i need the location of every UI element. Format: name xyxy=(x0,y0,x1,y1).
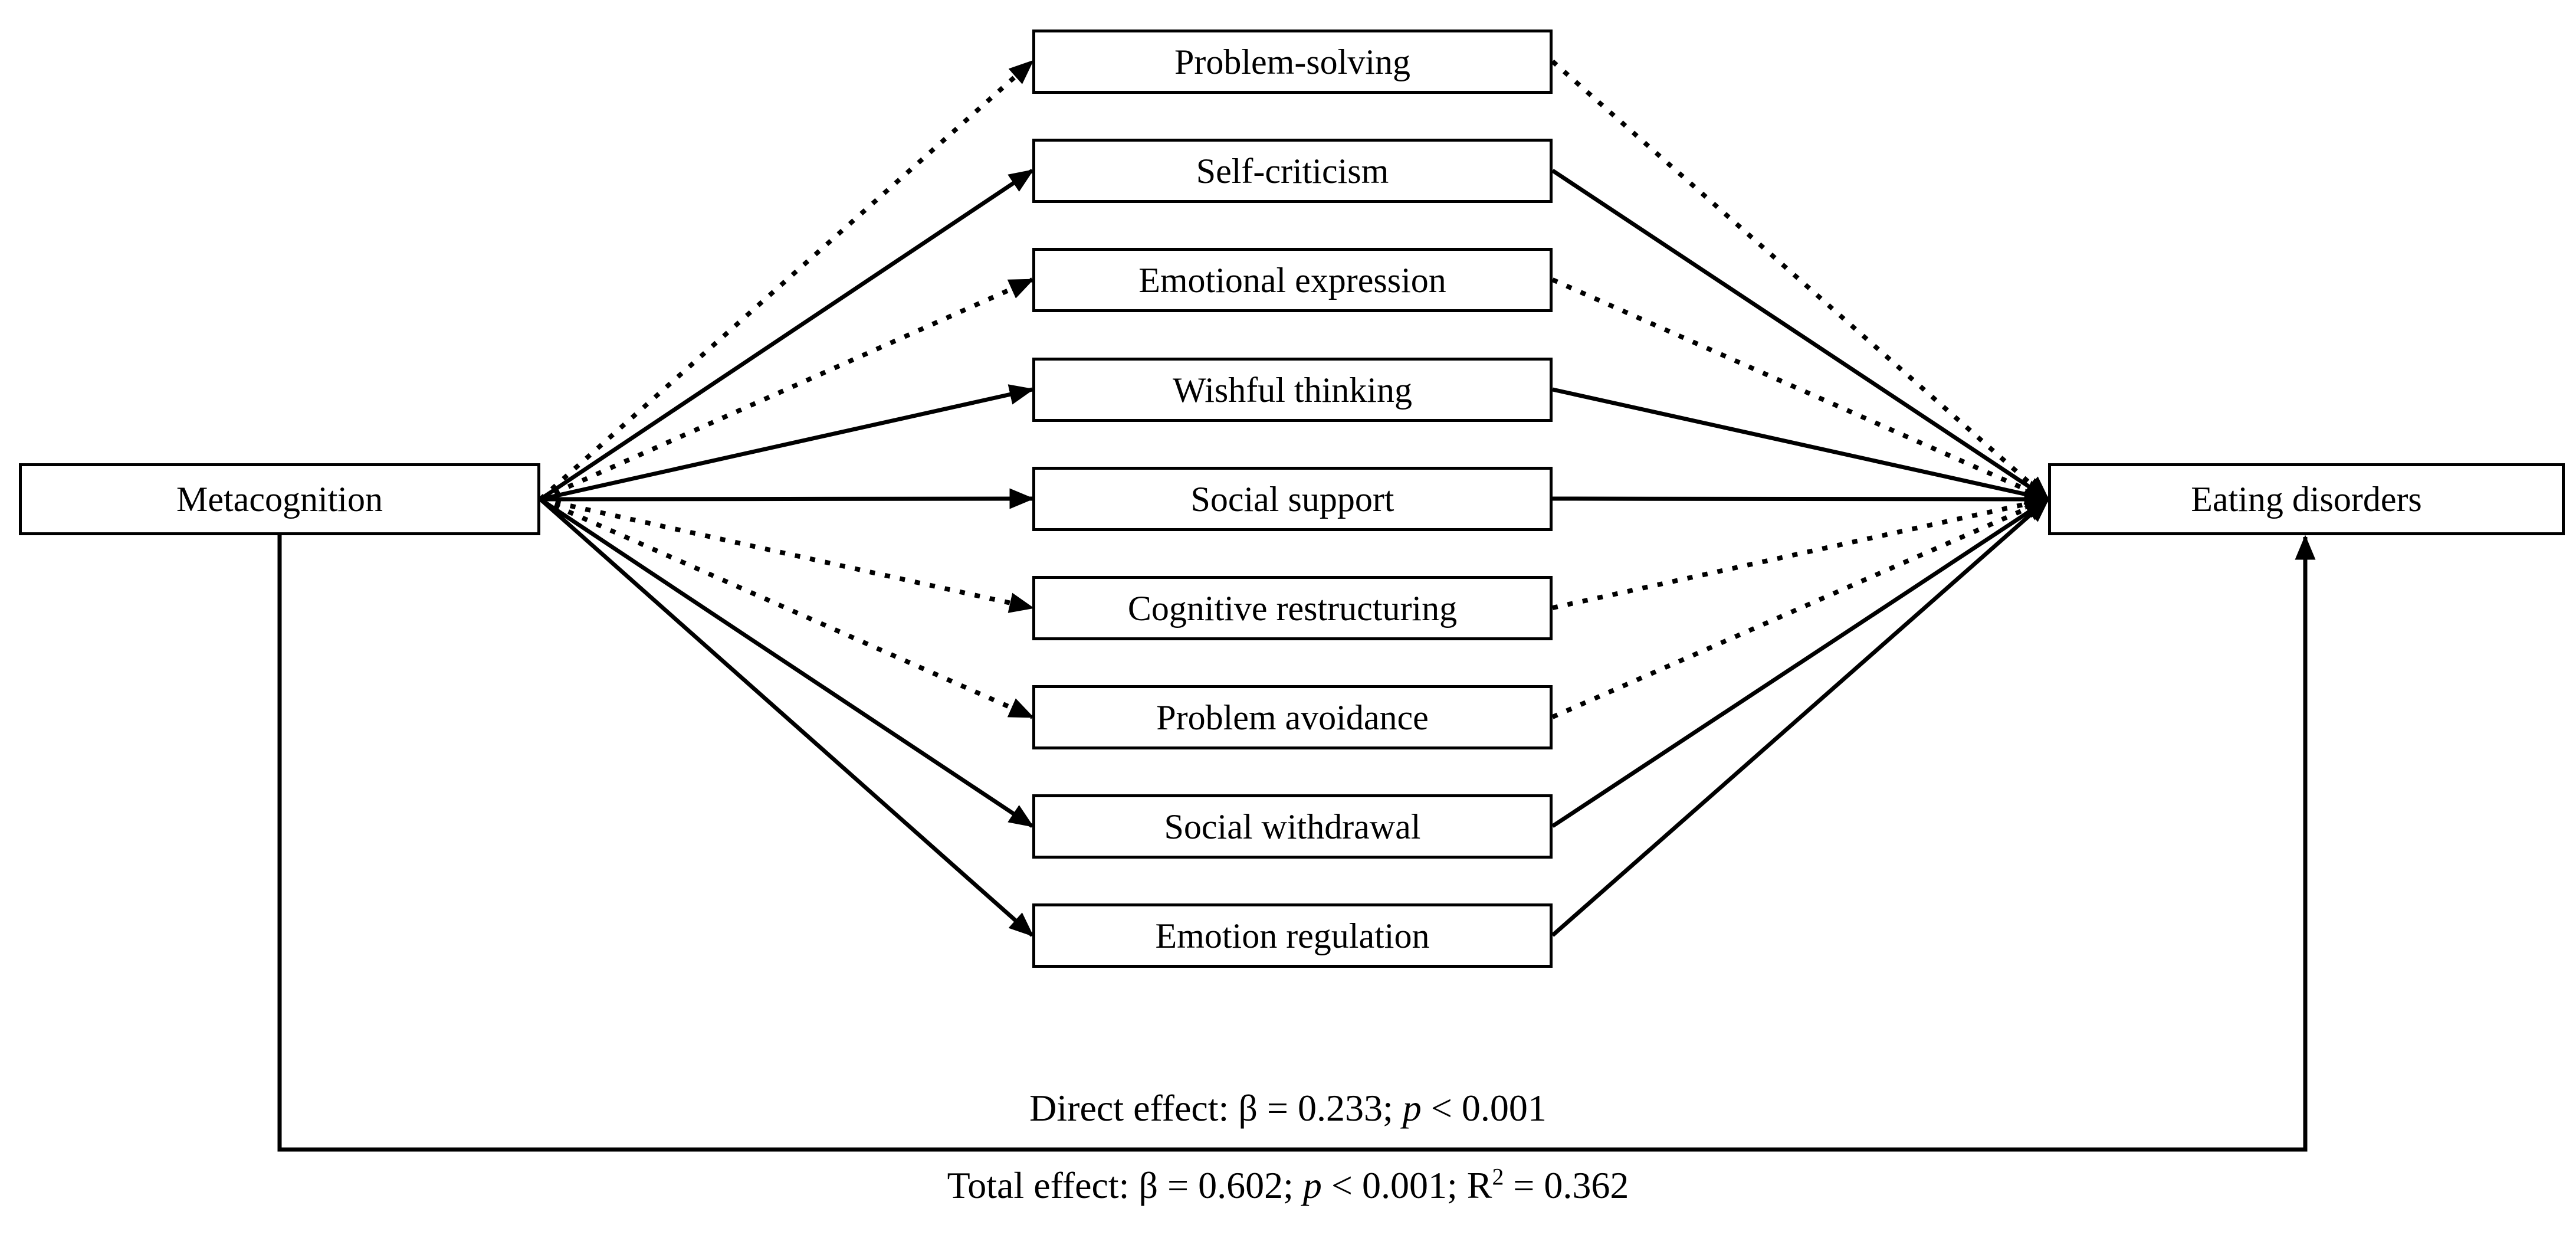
arrow-emotion-regulation-to-eating-disorders xyxy=(1551,497,2050,937)
node-eating-disorders-label: Eating disorders xyxy=(2191,480,2422,519)
node-emotion-regulation: Emotion regulation xyxy=(1032,903,1553,968)
node-wishful-thinking-label: Wishful thinking xyxy=(1173,370,1412,410)
total-effect-p-symbol: p xyxy=(1302,1164,1322,1206)
node-emotion-regulation-label: Emotion regulation xyxy=(1155,916,1430,955)
node-metacognition: Metacognition xyxy=(19,463,540,535)
arrow-direct-effect-route xyxy=(277,535,2316,1152)
node-social-support: Social support xyxy=(1032,467,1553,531)
total-effect-r-squared-exponent: 2 xyxy=(1492,1164,1504,1190)
node-problem-avoidance-label: Problem avoidance xyxy=(1156,698,1429,737)
arrow-metacognition-to-cognitive-restructuring xyxy=(540,497,1035,613)
total-effect-r-squared-value: = 0.362 xyxy=(1504,1164,1629,1206)
node-self-criticism-label: Self-criticism xyxy=(1196,151,1389,191)
node-problem-solving-label: Problem-solving xyxy=(1174,42,1410,81)
node-social-withdrawal: Social withdrawal xyxy=(1032,794,1553,859)
node-cognitive-restructuring-label: Cognitive restructuring xyxy=(1127,588,1458,628)
node-social-withdrawal-label: Social withdrawal xyxy=(1164,807,1421,846)
node-emotional-expression-label: Emotional expression xyxy=(1138,260,1446,300)
total-effect-text: Total effect: β = 0.602; xyxy=(947,1164,1303,1206)
node-problem-solving: Problem-solving xyxy=(1032,30,1553,94)
total-effect-p-value: < 0.001; R xyxy=(1321,1164,1492,1206)
arrow-emotional-expression-to-eating-disorders xyxy=(1551,277,2050,502)
node-problem-avoidance: Problem avoidance xyxy=(1032,685,1553,749)
arrow-self-criticism-to-eating-disorders xyxy=(1551,169,2050,501)
arrow-metacognition-to-emotional-expression xyxy=(539,277,1035,502)
node-metacognition-label: Metacognition xyxy=(176,480,383,519)
arrow-wishful-thinking-to-eating-disorders xyxy=(1552,387,2050,505)
direct-effect-p-value: < 0.001 xyxy=(1421,1087,1547,1129)
node-emotional-expression: Emotional expression xyxy=(1032,248,1553,312)
node-eating-disorders: Eating disorders xyxy=(2048,463,2565,535)
direct-effect-p-symbol: p xyxy=(1402,1087,1422,1129)
node-self-criticism: Self-criticism xyxy=(1032,139,1553,203)
node-wishful-thinking: Wishful thinking xyxy=(1032,358,1553,422)
total-effect-annotation: Total effect: β = 0.602; p < 0.001; R2 =… xyxy=(0,1164,2576,1206)
arrow-metacognition-to-emotion-regulation xyxy=(539,497,1034,937)
arrow-social-withdrawal-to-eating-disorders xyxy=(1551,497,2050,828)
arrow-metacognition-to-problem-avoidance xyxy=(539,497,1035,719)
arrow-metacognition-to-social-withdrawal xyxy=(539,497,1034,828)
arrow-metacognition-to-problem-solving xyxy=(539,60,1034,501)
arrow-metacognition-to-self-criticism xyxy=(539,169,1034,501)
node-cognitive-restructuring: Cognitive restructuring xyxy=(1032,576,1553,640)
arrow-metacognition-to-wishful-thinking xyxy=(540,384,1035,502)
arrow-problem-avoidance-to-eating-disorders xyxy=(1551,497,2050,719)
arrow-problem-solving-to-eating-disorders xyxy=(1551,60,2050,501)
direct-effect-text: Direct effect: β = 0.233; xyxy=(1029,1087,1403,1129)
direct-effect-annotation: Direct effect: β = 0.233; p < 0.001 xyxy=(0,1087,2576,1129)
node-social-support-label: Social support xyxy=(1190,479,1394,519)
arrow-cognitive-restructuring-to-eating-disorders xyxy=(1552,494,2050,610)
